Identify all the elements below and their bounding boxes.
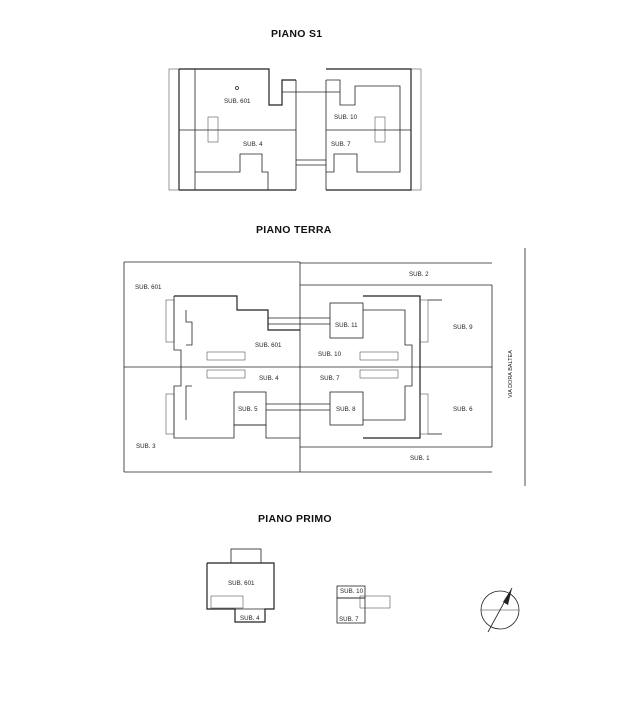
primo-sub-10-label: SUB. 10 bbox=[340, 588, 364, 595]
s1-sub-10-label: SUB. 10 bbox=[334, 114, 358, 121]
piano-primo-plan: SUB. 601 SUB. 4 SUB. 10 SUB. 7 bbox=[206, 548, 391, 624]
terra-sub-10-label: SUB. 10 bbox=[318, 351, 342, 358]
terra-sub-9-label: SUB. 9 bbox=[453, 324, 473, 331]
terra-sub-6-label: SUB. 6 bbox=[453, 406, 473, 413]
road-label: VIA DORA BALTEA bbox=[508, 350, 514, 398]
s1-sub-4-label: SUB. 4 bbox=[243, 141, 263, 148]
terra-sub-11-label: SUB. 11 bbox=[335, 322, 358, 329]
piano-terra-title: PIANO TERRA bbox=[256, 224, 332, 236]
s1-sub-601-label: SUB. 601 bbox=[224, 98, 251, 105]
stair-hatch-icon bbox=[165, 393, 175, 435]
stair-hatch-icon bbox=[374, 116, 386, 143]
primo-sub-601-label: SUB. 601 bbox=[228, 580, 255, 587]
stair-hatch-icon bbox=[419, 393, 429, 435]
primo-sub-7-label: SUB. 7 bbox=[339, 616, 359, 623]
terra-sub-8-label: SUB. 8 bbox=[336, 406, 356, 413]
stair-hatch-icon bbox=[359, 351, 399, 361]
terra-sub-2-label: SUB. 2 bbox=[409, 271, 429, 278]
stair-hatch-icon bbox=[206, 351, 246, 361]
terra-sub-601-center-label: SUB. 601 bbox=[255, 342, 282, 349]
s1-sub-7-label: SUB. 7 bbox=[331, 141, 351, 148]
terra-sub-5-label: SUB. 5 bbox=[238, 406, 258, 413]
stair-hatch-icon bbox=[168, 68, 180, 191]
stair-hatch-icon bbox=[210, 595, 244, 609]
terra-sub-601-left-label: SUB. 601 bbox=[135, 284, 162, 291]
stair-hatch-icon bbox=[165, 299, 175, 343]
north-arrow-icon bbox=[480, 587, 520, 633]
stair-hatch-icon bbox=[419, 299, 429, 343]
primo-sub-4-label: SUB. 4 bbox=[240, 615, 260, 622]
piano-terra-plan: VIA DORA BALTEA SUB. 601 SUB. 2 SUB. 11 … bbox=[123, 248, 526, 486]
terra-sub-7-label: SUB. 7 bbox=[320, 375, 340, 382]
terra-sub-4-label: SUB. 4 bbox=[259, 375, 279, 382]
stair-hatch-icon bbox=[207, 116, 219, 143]
piano-s1-plan: SUB. 601 SUB. 10 SUB. 4 SUB. 7 bbox=[168, 68, 422, 191]
terra-sub-3-label: SUB. 3 bbox=[136, 443, 156, 450]
terra-sub-1-label: SUB. 1 bbox=[410, 455, 430, 462]
stair-hatch-icon bbox=[206, 369, 246, 379]
piano-s1-title: PIANO S1 bbox=[271, 28, 323, 40]
stair-hatch-icon bbox=[359, 369, 399, 379]
piano-primo-title: PIANO PRIMO bbox=[258, 513, 332, 525]
stair-hatch-icon bbox=[359, 595, 391, 609]
stair-hatch-icon bbox=[410, 68, 422, 191]
